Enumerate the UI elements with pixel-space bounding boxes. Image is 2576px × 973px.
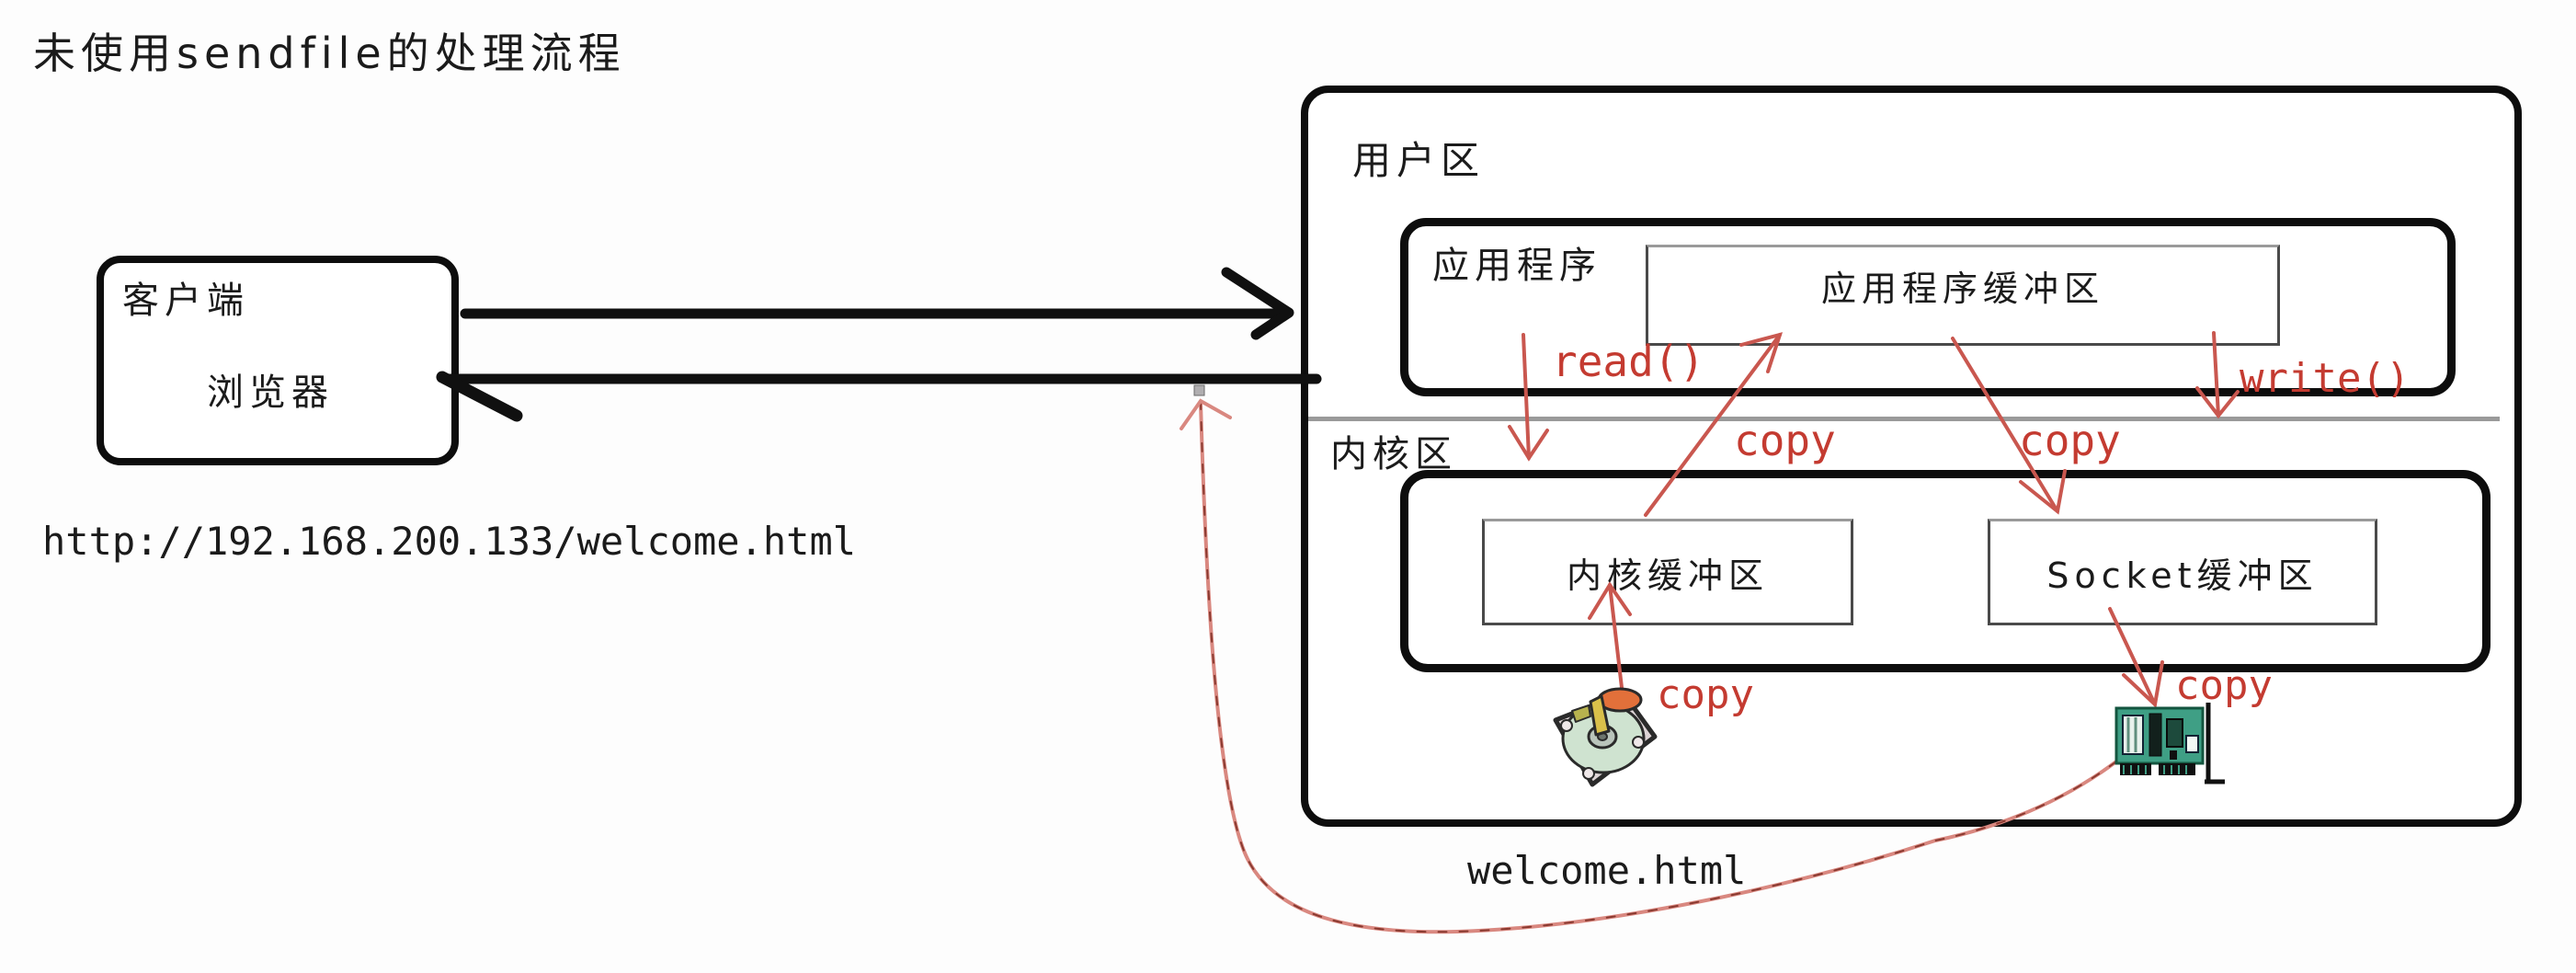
response-arrow	[436, 371, 1322, 422]
kernel-buffer-box: 内核缓冲区	[1482, 519, 1853, 625]
client-box: 客户端 浏览器	[97, 256, 459, 465]
write-call-label: write()	[2240, 355, 2411, 402]
application-label: 应用程序	[1432, 245, 1601, 287]
copy-kernel-to-app-label: copy	[1734, 416, 1836, 465]
socket-buffer-box: Socket缓冲区	[1988, 519, 2377, 625]
kernel-box: 内核缓冲区 Socket缓冲区	[1400, 470, 2491, 672]
server-box: 用户区 内核区 应用程序 应用程序缓冲区 内核缓冲区 Socket缓冲区	[1301, 86, 2522, 827]
request-url: http://192.168.200.133/welcome.html	[42, 519, 857, 564]
read-call-label: read()	[1552, 337, 1705, 386]
application-box: 应用程序 应用程序缓冲区	[1400, 218, 2456, 396]
copy-app-to-socket-label: copy	[2019, 416, 2121, 465]
copy-socket-to-nic-label: copy	[2175, 662, 2273, 709]
request-arrow	[460, 267, 1294, 340]
diagram-title: 未使用sendfile的处理流程	[33, 29, 626, 78]
user-zone-label: 用户区	[1352, 138, 1486, 183]
user-kernel-divider	[1308, 417, 2500, 421]
file-name-label: welcome.html	[1467, 848, 1747, 893]
browser-label: 浏览器	[207, 372, 334, 414]
application-buffer-box: 应用程序缓冲区	[1646, 245, 2280, 346]
copy-disk-to-kernel-label: copy	[1657, 671, 1754, 718]
application-buffer-label: 应用程序缓冲区	[1820, 269, 2104, 309]
client-label: 客户端	[122, 280, 249, 322]
